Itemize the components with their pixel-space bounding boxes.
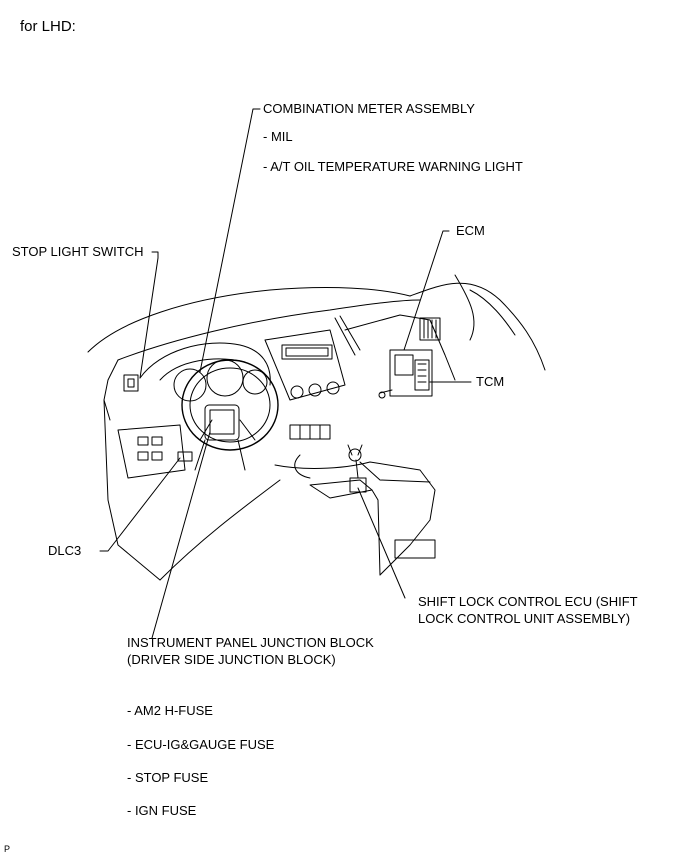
- ip-junction-label-1: INSTRUMENT PANEL JUNCTION BLOCK: [127, 635, 374, 650]
- stop-light-switch-label: STOP LIGHT SWITCH: [12, 244, 144, 259]
- dlc3-label: DLC3: [48, 543, 82, 558]
- mil-label: - MIL: [263, 129, 293, 144]
- ip-junction-label-2: (DRIVER SIDE JUNCTION BLOCK): [127, 652, 336, 667]
- tcm-label: TCM: [476, 374, 505, 389]
- diagram-title: for LHD:: [20, 18, 76, 35]
- am2-fuse-label: - AM2 H-FUSE: [127, 703, 213, 718]
- ign-fuse-label: - IGN FUSE: [127, 803, 197, 818]
- shift-lock-label-2: LOCK CONTROL UNIT ASSEMBLY): [418, 611, 631, 626]
- at-oil-temp-label: - A/T OIL TEMPERATURE WARNING LIGHT: [263, 159, 523, 174]
- combination-meter-label: COMBINATION METER ASSEMBLY: [263, 101, 475, 116]
- ecu-ig-fuse-label: - ECU-IG&GAUGE FUSE: [127, 737, 275, 752]
- stop-fuse-label: - STOP FUSE: [127, 770, 209, 785]
- corner-mark: P: [4, 844, 11, 854]
- ecm-label: ECM: [456, 223, 485, 238]
- shift-lock-label-1: SHIFT LOCK CONTROL ECU (SHIFT: [418, 594, 638, 609]
